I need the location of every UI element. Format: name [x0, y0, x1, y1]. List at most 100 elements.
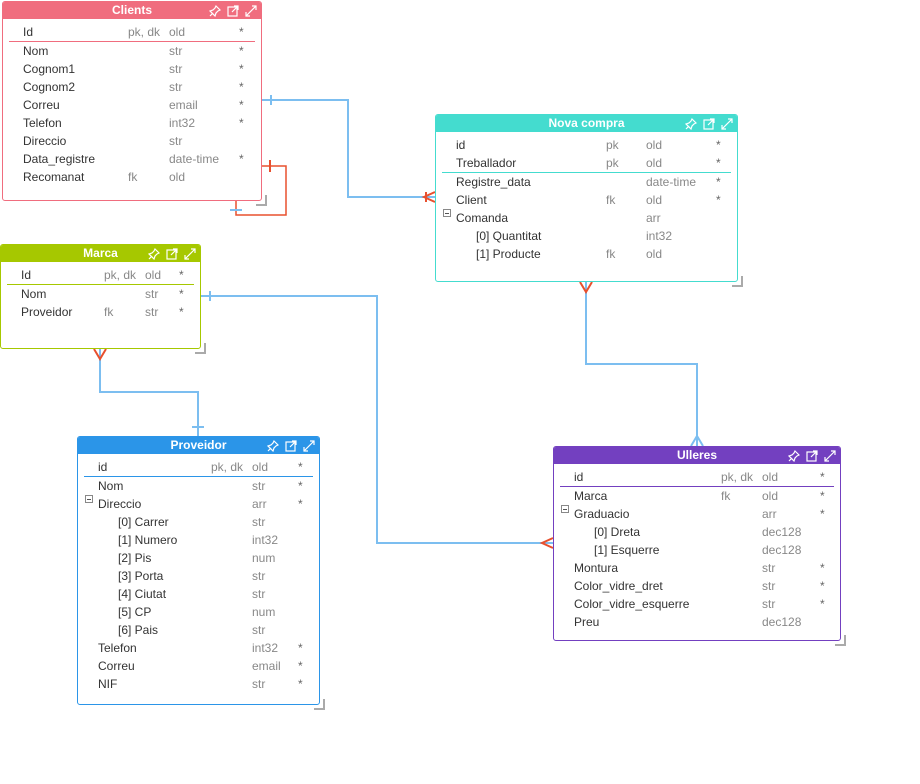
external-link-icon[interactable]	[703, 117, 715, 130]
field-name: Preu	[574, 615, 600, 629]
field-req: *	[716, 175, 721, 189]
pin-icon[interactable]	[148, 247, 160, 260]
pin-icon[interactable]	[685, 117, 697, 130]
pin-icon[interactable]	[788, 449, 800, 462]
table-title-label: Proveidor	[170, 438, 227, 452]
expand-icon[interactable]	[303, 439, 315, 452]
resize-handle-icon[interactable]	[835, 635, 846, 646]
expand-icon[interactable]	[184, 247, 196, 260]
field-type: str	[252, 515, 266, 529]
collapse-toggle-icon[interactable]	[561, 505, 569, 513]
field-key: pk	[606, 156, 619, 170]
field-name: Proveidor	[21, 305, 73, 319]
collapse-toggle-icon[interactable]	[85, 495, 93, 503]
resize-handle-icon[interactable]	[195, 343, 206, 354]
external-link-icon[interactable]	[806, 449, 818, 462]
field-req: *	[820, 597, 825, 611]
table-title[interactable]: Proveidor	[78, 437, 319, 454]
pin-icon[interactable]	[209, 4, 221, 17]
external-link-icon[interactable]	[166, 247, 178, 260]
field-type: str	[252, 479, 266, 493]
expand-icon[interactable]	[824, 449, 836, 462]
field-key: fk	[721, 489, 731, 503]
pin-icon[interactable]	[267, 439, 279, 452]
external-link-icon[interactable]	[285, 439, 297, 452]
field-type: str	[169, 134, 183, 148]
field-req: *	[298, 659, 303, 673]
table-title[interactable]: Marca	[1, 245, 200, 262]
field-type: old	[169, 170, 186, 184]
connector-clients-nova-compra[interactable]	[262, 95, 436, 203]
connector-marca-proveidor[interactable]	[93, 348, 204, 436]
field-type: old	[646, 138, 663, 152]
resize-handle-icon[interactable]	[732, 276, 743, 287]
field-type: date-time	[646, 175, 697, 189]
expand-icon[interactable]	[245, 4, 257, 17]
table-title[interactable]: Clients	[3, 2, 261, 19]
expand-icon[interactable]	[721, 117, 733, 130]
table-title[interactable]: Ulleres	[554, 447, 840, 464]
field-type: str	[145, 305, 159, 319]
field-type: old	[646, 156, 663, 170]
collapse-toggle-icon[interactable]	[443, 209, 451, 217]
field-name: Id	[23, 25, 34, 39]
table-title[interactable]: Nova compra	[436, 115, 737, 132]
field-name: Data_registre	[23, 152, 96, 166]
connector-nova-compra-ulleres[interactable]	[579, 281, 704, 447]
field-name: [1] Producte	[476, 247, 541, 261]
field-type: dec128	[762, 525, 802, 539]
resize-handle-icon[interactable]	[314, 699, 325, 710]
resize-handle-icon[interactable]	[256, 195, 267, 206]
external-link-icon[interactable]	[227, 4, 239, 17]
field-name: id	[456, 138, 466, 152]
field-name: Direccio	[98, 497, 142, 511]
field-req: *	[716, 156, 721, 170]
